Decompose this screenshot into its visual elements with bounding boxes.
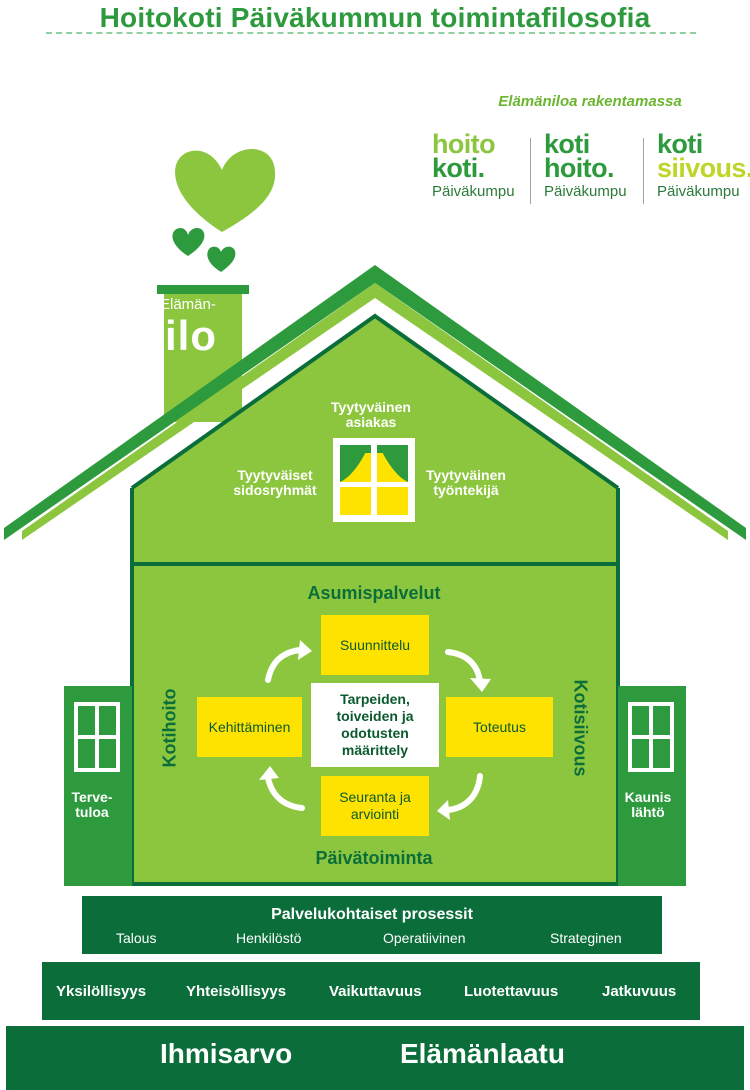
- page-title: Hoitokoti Päiväkummun toimintafilosofia: [99, 2, 651, 33]
- chimney-label-top: Elämän-: [160, 296, 216, 313]
- foundation-item: Elämänlaatu: [400, 1038, 565, 1069]
- label-asumispalvelut: Asumispalvelut: [307, 583, 441, 603]
- value-item: Jatkuvuus: [602, 983, 677, 1000]
- chimney-label-main: ilo: [165, 312, 217, 359]
- arrow-icon-up-left: [265, 775, 305, 811]
- left-wing-window: [74, 702, 120, 772]
- brand-line2: hoito.: [544, 153, 614, 183]
- attic-label-tyontekija: Tyytyväinen työntekijä: [426, 467, 506, 498]
- brand-divider: [643, 138, 644, 204]
- attic-label-sidosryhmat: Tyytyväiset sidosryhmät: [233, 467, 317, 498]
- process-item: Talous: [116, 930, 157, 946]
- brand-logo-hoitokoti: hoito koti. Päiväkumpu: [432, 129, 542, 201]
- wing-label-kaunis-lahto: Kaunis lähtö: [624, 789, 672, 820]
- value-item: Yhteisöllisyys: [186, 983, 287, 1000]
- heart-icon-small: [172, 227, 205, 256]
- tagline: Elämäniloa rakentamassa: [498, 93, 682, 110]
- chimney-cap: [157, 285, 249, 294]
- title-divider: [46, 32, 696, 34]
- process-item: Strateginen: [550, 930, 622, 946]
- arrow-icon-down-right: [445, 649, 483, 685]
- brand-line3: Päiväkumpu: [657, 183, 740, 200]
- wing-label-tervetuloa: Terve-tuloa: [71, 789, 113, 820]
- process-step: [82, 896, 662, 954]
- brand-line3: Päiväkumpu: [544, 183, 627, 200]
- brand-line3: Päiväkumpu: [432, 183, 515, 200]
- brand-line2: siivous.: [657, 153, 750, 183]
- cycle-box-toteutus: Toteutus: [446, 697, 553, 757]
- cycle-box-kehittaminen: Kehittäminen: [197, 697, 302, 757]
- heart-icon-small: [207, 246, 236, 272]
- cycle-box-suunnittelu: Suunnittelu: [321, 615, 429, 675]
- brand-logo-kotihoito: koti hoito. Päiväkumpu: [544, 129, 654, 201]
- cycle-center-box: Tarpeiden, toiveiden ja odotusten määrit…: [311, 683, 439, 767]
- brand-logo-kotisiivous: koti siivous. Päiväkumpu: [657, 129, 750, 201]
- attic-label-asiakas: Tyytyväinen asiakas: [331, 399, 411, 430]
- brand-divider: [530, 138, 531, 204]
- right-wing-window: [628, 702, 674, 772]
- value-item: Luotettavuus: [464, 983, 559, 1000]
- process-item: Operatiivinen: [383, 930, 466, 946]
- processes-title: Palvelukohtaiset prosessit: [271, 906, 473, 923]
- value-item: Vaikuttavuus: [329, 983, 422, 1000]
- foundation-step: [6, 1026, 744, 1090]
- foundation-item: Ihmisarvo: [160, 1038, 293, 1069]
- label-kotihoito: Kotihoito: [159, 688, 180, 768]
- brand-line1: hoito: [432, 129, 496, 159]
- process-item: Henkilöstö: [236, 930, 302, 946]
- brand-line2: koti.: [432, 153, 485, 183]
- attic-window: [333, 438, 415, 522]
- label-kotisiivous: Kotisiivous: [570, 679, 591, 777]
- label-paivatoiminta: Päivätoiminta: [315, 848, 433, 868]
- brand-line1: koti: [544, 129, 590, 159]
- heart-icon-large: [175, 149, 276, 232]
- arrow-icon-up-right: [265, 647, 303, 683]
- value-item: Yksilöllisyys: [56, 983, 147, 1000]
- brand-line1: koti: [657, 129, 703, 159]
- values-step: [42, 962, 700, 1020]
- cycle-box-seuranta: Seuranta ja arviointi: [321, 776, 429, 836]
- arrow-icon-down-left: [445, 773, 483, 813]
